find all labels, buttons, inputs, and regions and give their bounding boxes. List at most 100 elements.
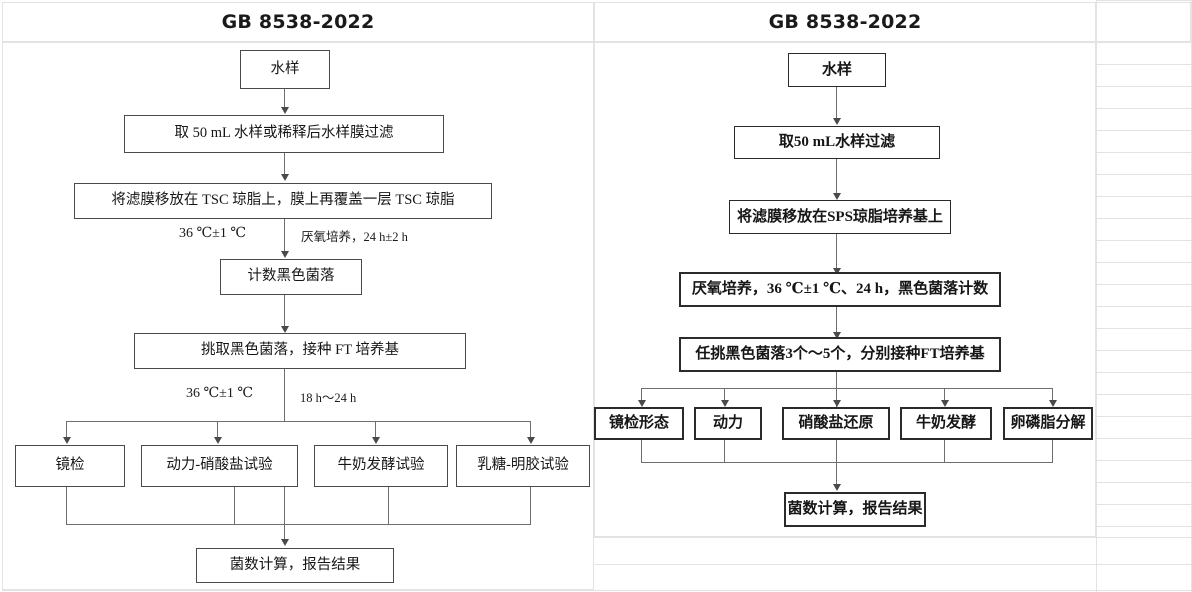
grid-row-line — [1096, 86, 1192, 87]
flow-node-label: 菌数计算，报告结果 — [229, 556, 361, 573]
flow-node-label: 牛奶发酵试验 — [337, 457, 425, 474]
branch-drop-4 — [530, 421, 532, 439]
flow-node-label: 取 50 mL 水样或稀释后水样膜过滤 — [174, 125, 394, 142]
grid-row-line — [1096, 526, 1192, 527]
grid-row-line — [594, 590, 1096, 591]
grid-row-line — [1096, 284, 1192, 285]
connector-r3-r4 — [836, 234, 838, 270]
arrow-head — [833, 400, 841, 407]
flow-node-result-right[interactable]: 菌数计算，报告结果 — [784, 492, 926, 527]
branch-drop-4 — [944, 388, 946, 402]
connector-r4-r5 — [836, 307, 838, 334]
merge-riser-3 — [388, 487, 390, 525]
flow-node-label: 硝酸盐还原 — [798, 415, 874, 432]
flow-node-label: 动力 — [712, 415, 743, 432]
annotation-incubation-2-left: 18 h～24 h — [300, 387, 356, 406]
merge-riser-2 — [234, 487, 236, 525]
connector-r1-r2 — [836, 87, 838, 119]
grid-row-line — [1096, 240, 1192, 241]
connector-l3-l4 — [284, 219, 286, 252]
flow-node-milk-fermentation-left[interactable]: 牛奶发酵试验 — [314, 445, 448, 487]
arrow-head — [281, 326, 289, 333]
flow-node-count-black-colonies-left[interactable]: 计数黑色菌落 — [220, 259, 362, 295]
right-panel-header-cell: GB 8538-2022 — [594, 2, 1096, 42]
merge-riser-4 — [530, 487, 532, 525]
left-panel-header-cell: GB 8538-2022 — [2, 2, 594, 42]
flow-node-pick-colonies-ft-left[interactable]: 挑取黑色菌落，接种 FT 培养基 — [134, 333, 466, 369]
grid-row-line — [1096, 152, 1192, 153]
connector-r2-r3 — [836, 159, 838, 194]
flow-node-anaerobic-incubation-right[interactable]: 厌氧培养，36 ℃±1 ℃、24 h，黑色菌落计数 — [679, 272, 1001, 307]
flow-node-label: 取50 mL水样过滤 — [778, 134, 896, 151]
grid-row-line — [1096, 328, 1192, 329]
merge-bus-left — [66, 524, 531, 526]
flow-node-label: 动力-硝酸盐试验 — [166, 457, 273, 474]
flow-node-tsc-agar-left[interactable]: 将滤膜移放在 TSC 琼脂上，膜上再覆盖一层 TSC 琼脂 — [74, 183, 492, 219]
grid-row-line — [2, 590, 594, 591]
arrow-head — [833, 193, 841, 200]
flow-node-filter-50ml-left[interactable]: 取 50 mL 水样或稀释后水样膜过滤 — [124, 115, 444, 153]
flow-node-milk-fermentation-right[interactable]: 牛奶发酵 — [900, 407, 992, 440]
flow-node-water-sample-left[interactable]: 水样 — [240, 50, 330, 89]
arrow-head — [833, 484, 841, 491]
branch-drop-2 — [217, 421, 219, 439]
arrow-head — [281, 107, 289, 114]
flow-node-microscopy-morphology-right[interactable]: 镜检形态 — [594, 407, 684, 440]
connector-l2-l3 — [284, 153, 286, 174]
flow-node-label: 乳糖-明胶试验 — [477, 457, 569, 474]
flow-node-filter-50ml-right[interactable]: 取50 mL水样过滤 — [734, 126, 940, 159]
flow-node-pick-3-5-colonies-right[interactable]: 任挑黑色菌落3个～5个，分别接种FT培养基 — [679, 337, 1001, 372]
connector-merge-to-result-left — [284, 487, 286, 541]
flow-node-motility-nitrate-left[interactable]: 动力-硝酸盐试验 — [141, 445, 298, 487]
arrow-head — [721, 400, 729, 407]
grid-row-line — [1096, 108, 1192, 109]
flow-node-label: 将滤膜移放在 TSC 琼脂上，膜上再覆盖一层 TSC 琼脂 — [111, 192, 455, 209]
connector-merge-to-result-right — [836, 440, 838, 486]
flow-node-label: 计数黑色菌落 — [247, 268, 335, 285]
arrow-head — [638, 400, 646, 407]
grid-row-line — [1096, 590, 1192, 591]
flow-node-label: 镜检形态 — [608, 415, 669, 432]
annotation-text: 18 h～24 h — [300, 391, 357, 405]
flow-node-microscopy-left[interactable]: 镜检 — [15, 445, 125, 487]
merge-bus-right — [641, 462, 1053, 464]
arrow-head — [372, 437, 380, 444]
merge-riser-2 — [724, 440, 726, 463]
flow-node-label: 将滤膜移放在SPS琼脂培养基上 — [737, 208, 943, 225]
grid-row-line — [1096, 372, 1192, 373]
grid-row-line — [1096, 130, 1192, 131]
flow-node-nitrate-reduction-right[interactable]: 硝酸盐还原 — [782, 407, 890, 440]
grid-row-line — [1096, 416, 1192, 417]
arrow-head — [833, 332, 841, 339]
flow-node-motility-right[interactable]: 动力 — [694, 407, 762, 440]
branch-bus-left — [66, 421, 531, 423]
flow-node-lactose-gelatin-left[interactable]: 乳糖-明胶试验 — [456, 445, 590, 487]
grid-row-line — [1096, 64, 1192, 65]
grid-column-divider — [1096, 0, 1097, 592]
branch-bus-right — [641, 388, 1053, 390]
arrow-head — [281, 539, 289, 546]
connector-l5-branch — [284, 369, 286, 421]
arrow-head — [527, 437, 535, 444]
arrow-head — [214, 437, 222, 444]
flow-node-label: 任挑黑色菌落3个～5个，分别接种FT培养基 — [695, 346, 985, 363]
grid-row-line — [1096, 196, 1192, 197]
flow-node-label: 镜检 — [55, 457, 85, 474]
merge-riser-4 — [944, 440, 946, 463]
grid-row-line — [1096, 174, 1192, 175]
grid-row-line — [594, 537, 1096, 538]
grid-row-line — [1096, 564, 1192, 565]
flow-node-water-sample-right[interactable]: 水样 — [788, 53, 886, 87]
arrow-head — [833, 118, 841, 125]
grid-row-line — [1096, 537, 1192, 538]
flow-node-lecithinase-right[interactable]: 卵磷脂分解 — [1003, 407, 1093, 440]
flow-node-result-left[interactable]: 菌数计算，报告结果 — [196, 548, 394, 583]
flow-node-label: 菌数计算，报告结果 — [787, 501, 923, 518]
branch-drop-5 — [1052, 388, 1054, 402]
grid-row-line — [1096, 350, 1192, 351]
grid-row-line — [594, 564, 1096, 565]
flow-node-label: 挑取黑色菌落，接种 FT 培养基 — [201, 342, 399, 359]
branch-drop-1 — [66, 421, 68, 439]
flow-node-sps-agar-right[interactable]: 将滤膜移放在SPS琼脂培养基上 — [729, 200, 951, 234]
grid-row-line — [1096, 218, 1192, 219]
